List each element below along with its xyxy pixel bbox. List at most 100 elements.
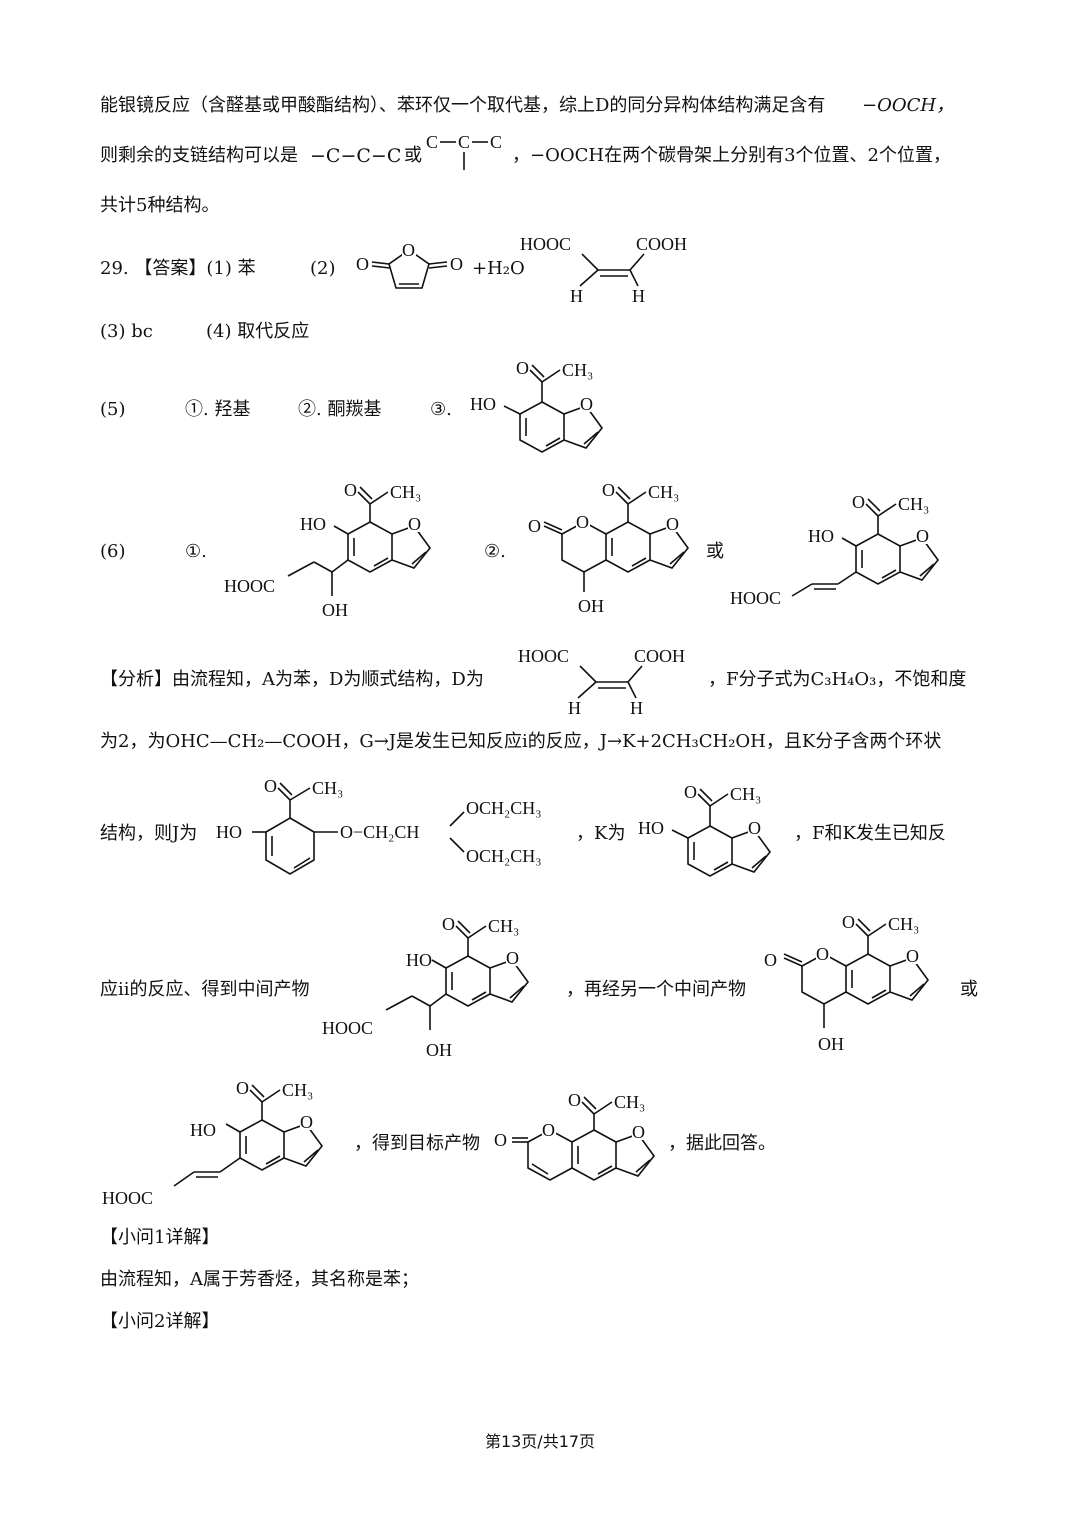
svg-text:OCH₂CH₃: OCH₂CH₃	[466, 846, 542, 866]
svg-text:O: O	[506, 948, 519, 968]
analysis-line-1: 【分析】由流程知，A为苯，D为顺式结构，D为	[100, 669, 484, 690]
analysis-line-3a: 结构，则J为	[100, 823, 198, 844]
acrylic-intermediate-structure-1: O CH₃ HO O HOOC	[730, 492, 940, 608]
svg-text:OH: OH	[322, 600, 348, 620]
svg-text:O: O	[842, 912, 855, 932]
svg-text:HOOC: HOOC	[322, 1018, 373, 1038]
svg-text:HOOC: HOOC	[730, 588, 781, 608]
q29-answer-1: 29. 【答案】(1) 苯	[100, 258, 256, 279]
svg-text:O: O	[632, 1122, 645, 1142]
maleic-acid-structure: HOOC COOH H H	[520, 234, 687, 306]
maleic-anhydride-structure: O O O	[356, 240, 463, 289]
svg-text:O: O	[494, 1130, 507, 1150]
svg-text:O: O	[542, 1120, 555, 1140]
svg-text:O: O	[576, 512, 589, 532]
q5-item-2: ②. 酮羰基	[298, 399, 382, 420]
q5-item-3: ③.	[430, 399, 452, 420]
svg-text:HOOC: HOOC	[518, 646, 569, 666]
svg-text:O: O	[580, 394, 593, 414]
svg-text:O: O	[906, 946, 919, 966]
svg-text:HO: HO	[216, 822, 242, 842]
subquestion-1-text: 由流程知，A属于芳香烃，其名称是苯；	[100, 1269, 419, 1290]
svg-text:CH₃: CH₃	[282, 1080, 313, 1100]
q6-item-1: ①.	[185, 541, 207, 562]
svg-text:COOH: COOH	[634, 646, 685, 666]
svg-text:HOOC: HOOC	[102, 1188, 153, 1208]
svg-text:O: O	[236, 1078, 249, 1098]
svg-text:CH₃: CH₃	[488, 916, 519, 936]
svg-text:O: O	[300, 1112, 313, 1132]
svg-text:C: C	[490, 132, 502, 152]
svg-text:O: O	[528, 516, 541, 536]
svg-text:OH: OH	[578, 596, 604, 616]
analysis-line-3c: ，F和K发生已知反	[794, 823, 946, 844]
svg-text:O: O	[450, 254, 463, 274]
svg-text:CH₃: CH₃	[730, 784, 761, 804]
page-number: 第13页/共17页	[484, 1432, 596, 1451]
svg-text:CH₃: CH₃	[562, 360, 593, 380]
svg-text:O: O	[408, 514, 421, 534]
svg-text:O: O	[402, 240, 415, 260]
lactone-intermediate-structure-2: O CH₃ O O OH O	[764, 912, 930, 1054]
analysis-line-5b: ，据此回答。	[668, 1133, 776, 1154]
svg-text:H: H	[630, 698, 643, 718]
svg-text:OCH₂CH₃: OCH₂CH₃	[466, 798, 542, 818]
svg-text:CH₃: CH₃	[898, 494, 929, 514]
svg-text:OH: OH	[426, 1040, 452, 1060]
svg-text:HO: HO	[190, 1120, 216, 1140]
svg-text:O: O	[748, 818, 761, 838]
lactone-intermediate-structure-1: O CH₃ O O OH O	[528, 480, 690, 616]
svg-text:O−CH₂CH: O−CH₂CH	[340, 822, 419, 842]
svg-text:HOOC: HOOC	[224, 576, 275, 596]
svg-text:O: O	[356, 254, 369, 274]
svg-text:HO: HO	[808, 526, 834, 546]
acrylic-intermediate-structure-2: O CH₃ HO O HOOC	[102, 1078, 324, 1208]
svg-text:O: O	[764, 950, 777, 970]
chain-formula: −C−C−C	[310, 145, 402, 167]
svg-text:O: O	[516, 358, 529, 378]
analysis-line-4a: 应ii的反应、得到中间产物	[100, 979, 310, 1000]
analysis-line-4b: ，再经另一个中间产物	[566, 979, 746, 1000]
text-line-3: 共计5种结构。	[100, 195, 220, 216]
target-product-structure: O CH₃ O O O	[494, 1090, 656, 1181]
compound-k-structure: O CH₃ HO O	[470, 358, 604, 453]
q29-answer-5: (5)	[100, 399, 126, 420]
ooch-formula: −OOCH，	[862, 95, 955, 116]
text-line-1: 能银镜反应（含醛基或甲酸酯结构）、苯环仅一个取代基，综上D的同分异构体结构满足含…	[100, 95, 826, 116]
analysis-line-5a: ，得到目标产物	[354, 1133, 480, 1154]
svg-text:O: O	[602, 480, 615, 500]
subquestion-2-heading: 【小问2详解】	[100, 1311, 220, 1332]
analysis-line-4c: 或	[960, 979, 978, 1000]
text-line-2b: ，−OOCH在两个碳骨架上分别有3个位置、2个位置，	[512, 145, 951, 166]
svg-text:C: C	[458, 132, 470, 152]
svg-text:CH₃: CH₃	[888, 914, 919, 934]
intermediate-acid-structure-1: O CH₃ HO O HOOC OH	[224, 480, 432, 620]
analysis-line-3b: ，K为	[576, 823, 626, 844]
svg-text:O: O	[816, 944, 829, 964]
svg-text:HO: HO	[406, 950, 432, 970]
svg-text:HOOC: HOOC	[520, 234, 571, 254]
analysis-line-1b: ，F分子式为C₃H₄O₃，不饱和度	[708, 669, 967, 690]
svg-text:CH₃: CH₃	[614, 1092, 645, 1112]
svg-text:C: C	[426, 132, 438, 152]
water-text: +H₂O	[472, 258, 525, 279]
svg-text:CH₃: CH₃	[390, 482, 421, 502]
compound-k-structure-2: O CH₃ HO O	[638, 782, 772, 877]
svg-text:O: O	[666, 514, 679, 534]
q6-or: 或	[706, 541, 724, 562]
svg-text:O: O	[916, 526, 929, 546]
svg-text:CH₃: CH₃	[312, 778, 343, 798]
intermediate-acid-structure-2: O CH₃ HO O HOOC OH	[322, 914, 530, 1060]
q5-item-1: ①. 羟基	[185, 399, 251, 420]
compound-j-structure: O CH₃ HO O−CH₂CH OCH₂CH₃ OCH₂CH₃	[216, 776, 542, 875]
svg-text:HO: HO	[300, 514, 326, 534]
svg-text:H: H	[632, 286, 645, 306]
q29-answer-4: (4) 取代反应	[206, 321, 310, 342]
maleic-acid-structure-2: HOOC COOH H H	[518, 646, 685, 718]
svg-text:O: O	[568, 1090, 581, 1110]
svg-text:O: O	[852, 492, 865, 512]
svg-text:COOH: COOH	[636, 234, 687, 254]
svg-text:H: H	[570, 286, 583, 306]
svg-text:O: O	[442, 914, 455, 934]
analysis-line-2: 为2，为OHC—CH₂—COOH，G→J是发生已知反应i的反应，J→K+2CH₃…	[100, 731, 942, 752]
